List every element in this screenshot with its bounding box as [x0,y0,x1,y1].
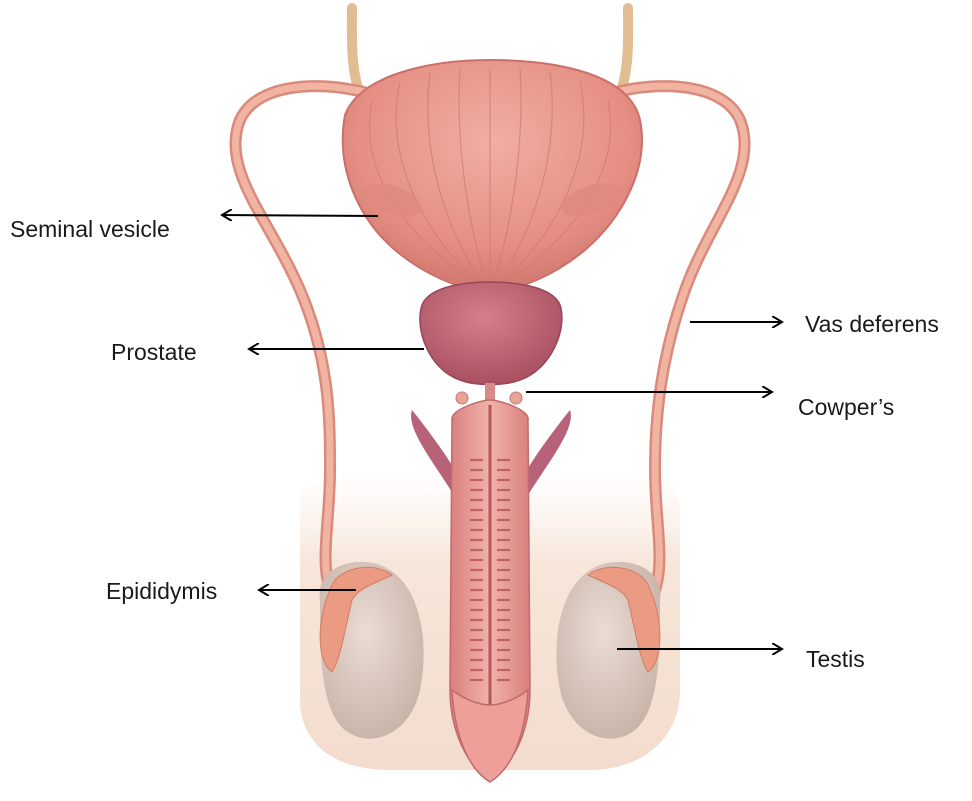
arrow-seminal-vesicle [222,215,378,216]
label-prostate: Prostate [111,341,197,364]
label-seminal-vesicle: Seminal vesicle [10,218,170,241]
left-cowpers-gland [456,392,468,404]
label-epididymis: Epididymis [106,580,217,603]
bladder [343,60,642,292]
label-testis: Testis [806,648,865,671]
prostate [420,282,562,385]
right-cowpers-gland [510,392,522,404]
label-cowpers: Cowper’s [798,396,894,419]
label-vas-deferens: Vas deferens [805,313,939,336]
